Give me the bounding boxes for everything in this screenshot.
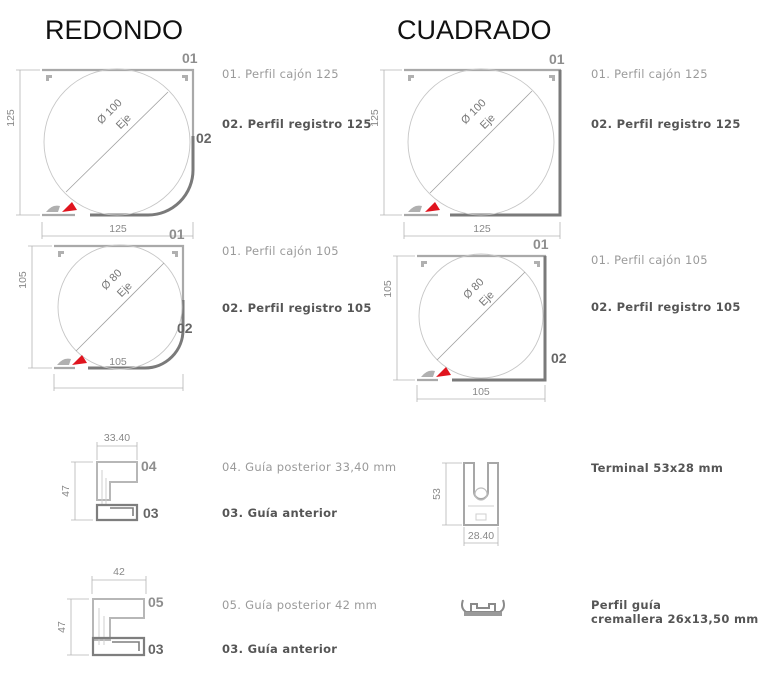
round-125-brush-seal: [62, 202, 77, 212]
square-125-corner-clips: [408, 75, 555, 81]
heading-square: CUADRADO: [397, 15, 552, 45]
guide-1-text-03: 03. Guía anterior: [222, 506, 337, 520]
guide-1-front-part: [95, 503, 139, 522]
square-125-outline: [404, 68, 562, 217]
round-box-105: Ø 80 Eje 01 02 105 105: [17, 226, 193, 391]
guide-1-side-dim: 47: [60, 485, 72, 497]
square-105-corner-clips: [421, 261, 540, 267]
round-105-roller: [57, 244, 183, 370]
guide-2-callout-03: 03: [148, 641, 164, 657]
square-box-105: Ø 80 Eje 01 02 105 105: [382, 236, 567, 402]
guide-1-callout-03: 03: [143, 505, 159, 521]
square-105-register-profile: [452, 256, 547, 382]
guide-2-callout-05: 05: [148, 594, 164, 610]
round-125-text-02: 02. Perfil registro 125: [222, 117, 372, 131]
square-125-height-dim: 125: [369, 109, 381, 127]
round-105-text-02: 02. Perfil registro 105: [222, 301, 372, 315]
round-105-width-dim: 105: [109, 356, 127, 368]
guide-2-text-03: 03. Guía anterior: [222, 642, 337, 656]
round-125-width-dim: 125: [109, 223, 127, 235]
round-105-callout-01: 01: [169, 226, 185, 242]
square-105-callout-01: 01: [533, 236, 549, 252]
square-125-text-01: 01. Perfil cajón 125: [591, 67, 708, 81]
rack-guide-profile: [461, 599, 505, 616]
square-125-text-02: 02. Perfil registro 125: [591, 117, 741, 131]
square-125-diameter-line: [429, 90, 533, 194]
heading-round: REDONDO: [45, 15, 183, 45]
round-125-text-01: 01. Perfil cajón 125: [222, 67, 339, 81]
square-105-text-01: 01. Perfil cajón 105: [591, 253, 708, 267]
terminal-side-dim: 53: [431, 488, 443, 500]
square-105-diameter-line: [436, 271, 526, 361]
round-125-roller: [43, 68, 191, 216]
square-125-brush-seal: [425, 202, 440, 212]
square-105-bottom-clip: [421, 370, 435, 377]
round-125-height-dim: 125: [5, 109, 17, 127]
round-125-bottom-clip: [46, 205, 60, 212]
round-125-callout-02: 02: [196, 130, 212, 146]
round-105-callout-02: 02: [177, 320, 193, 336]
terminal-outline: [463, 462, 499, 526]
rack-text-line-1: Perfil guía: [591, 598, 661, 612]
guide-1-callout-04: 04: [141, 458, 157, 474]
square-125-callout-01: 01: [549, 51, 565, 67]
guide-posterior-42-profile: 42 47 05 03: [56, 566, 164, 657]
square-box-125: Ø 100 Eje 01 125 125: [369, 51, 565, 239]
round-125-corner-clips: [46, 75, 188, 81]
round-125-callout-01: 01: [182, 50, 198, 66]
square-105-width-dim: 105: [472, 386, 490, 398]
guide-1-rear-part: [96, 461, 138, 501]
guide-1-top-dim: 33.40: [104, 432, 130, 444]
square-105-brush-seal: [436, 367, 451, 377]
terminal-text: Terminal 53x28 mm: [591, 461, 723, 475]
round-125-diameter-line: [65, 91, 169, 193]
terminal-bottom-dim: 28.40: [468, 530, 494, 542]
round-125-register-profile: [90, 136, 195, 217]
guide-1-text-04: 04. Guía posterior 33,40 mm: [222, 460, 396, 474]
round-box-125: Ø 100 Eje 01 02 125 125: [5, 50, 212, 239]
round-105-axis-label: Eje: [115, 280, 135, 300]
round-105-register-profile: [88, 300, 185, 370]
round-105-brush-seal: [72, 355, 87, 365]
guide-2-side-dim: 47: [56, 621, 68, 633]
guide-2-top-dim: 42: [113, 566, 125, 578]
square-105-roller: [418, 253, 544, 379]
round-105-outline: [54, 244, 185, 370]
round-105-corner-clips: [58, 251, 178, 257]
square-125-bottom-clip: [408, 205, 422, 212]
guide-2-text-05: 05. Guía posterior 42 mm: [222, 598, 377, 612]
square-105-callout-02: 02: [551, 350, 567, 366]
terminal-profile: 53 28.40: [431, 462, 499, 546]
square-105-text-02: 02. Perfil registro 105: [591, 300, 741, 314]
guide-2-front-part: [91, 636, 146, 657]
square-125-register-profile: [450, 70, 562, 217]
square-125-axis-label: Eje: [478, 112, 498, 132]
square-125-width-dim: 125: [473, 223, 491, 235]
square-105-outline: [417, 254, 547, 382]
square-105-axis-label: Eje: [477, 289, 497, 309]
round-105-bottom-clip: [57, 358, 71, 365]
round-105-diameter-line: [75, 262, 165, 352]
guide-2-rear-part: [92, 598, 145, 641]
guide-posterior-33-profile: 33.40 47 04 03: [60, 432, 159, 522]
square-105-height-dim: 105: [382, 280, 394, 298]
round-105-height-dim: 105: [17, 271, 29, 289]
rack-text-line-2: cremallera 26x13,50 mm: [591, 612, 759, 626]
square-125-roller: [407, 68, 555, 216]
round-105-text-01: 01. Perfil cajón 105: [222, 244, 339, 258]
